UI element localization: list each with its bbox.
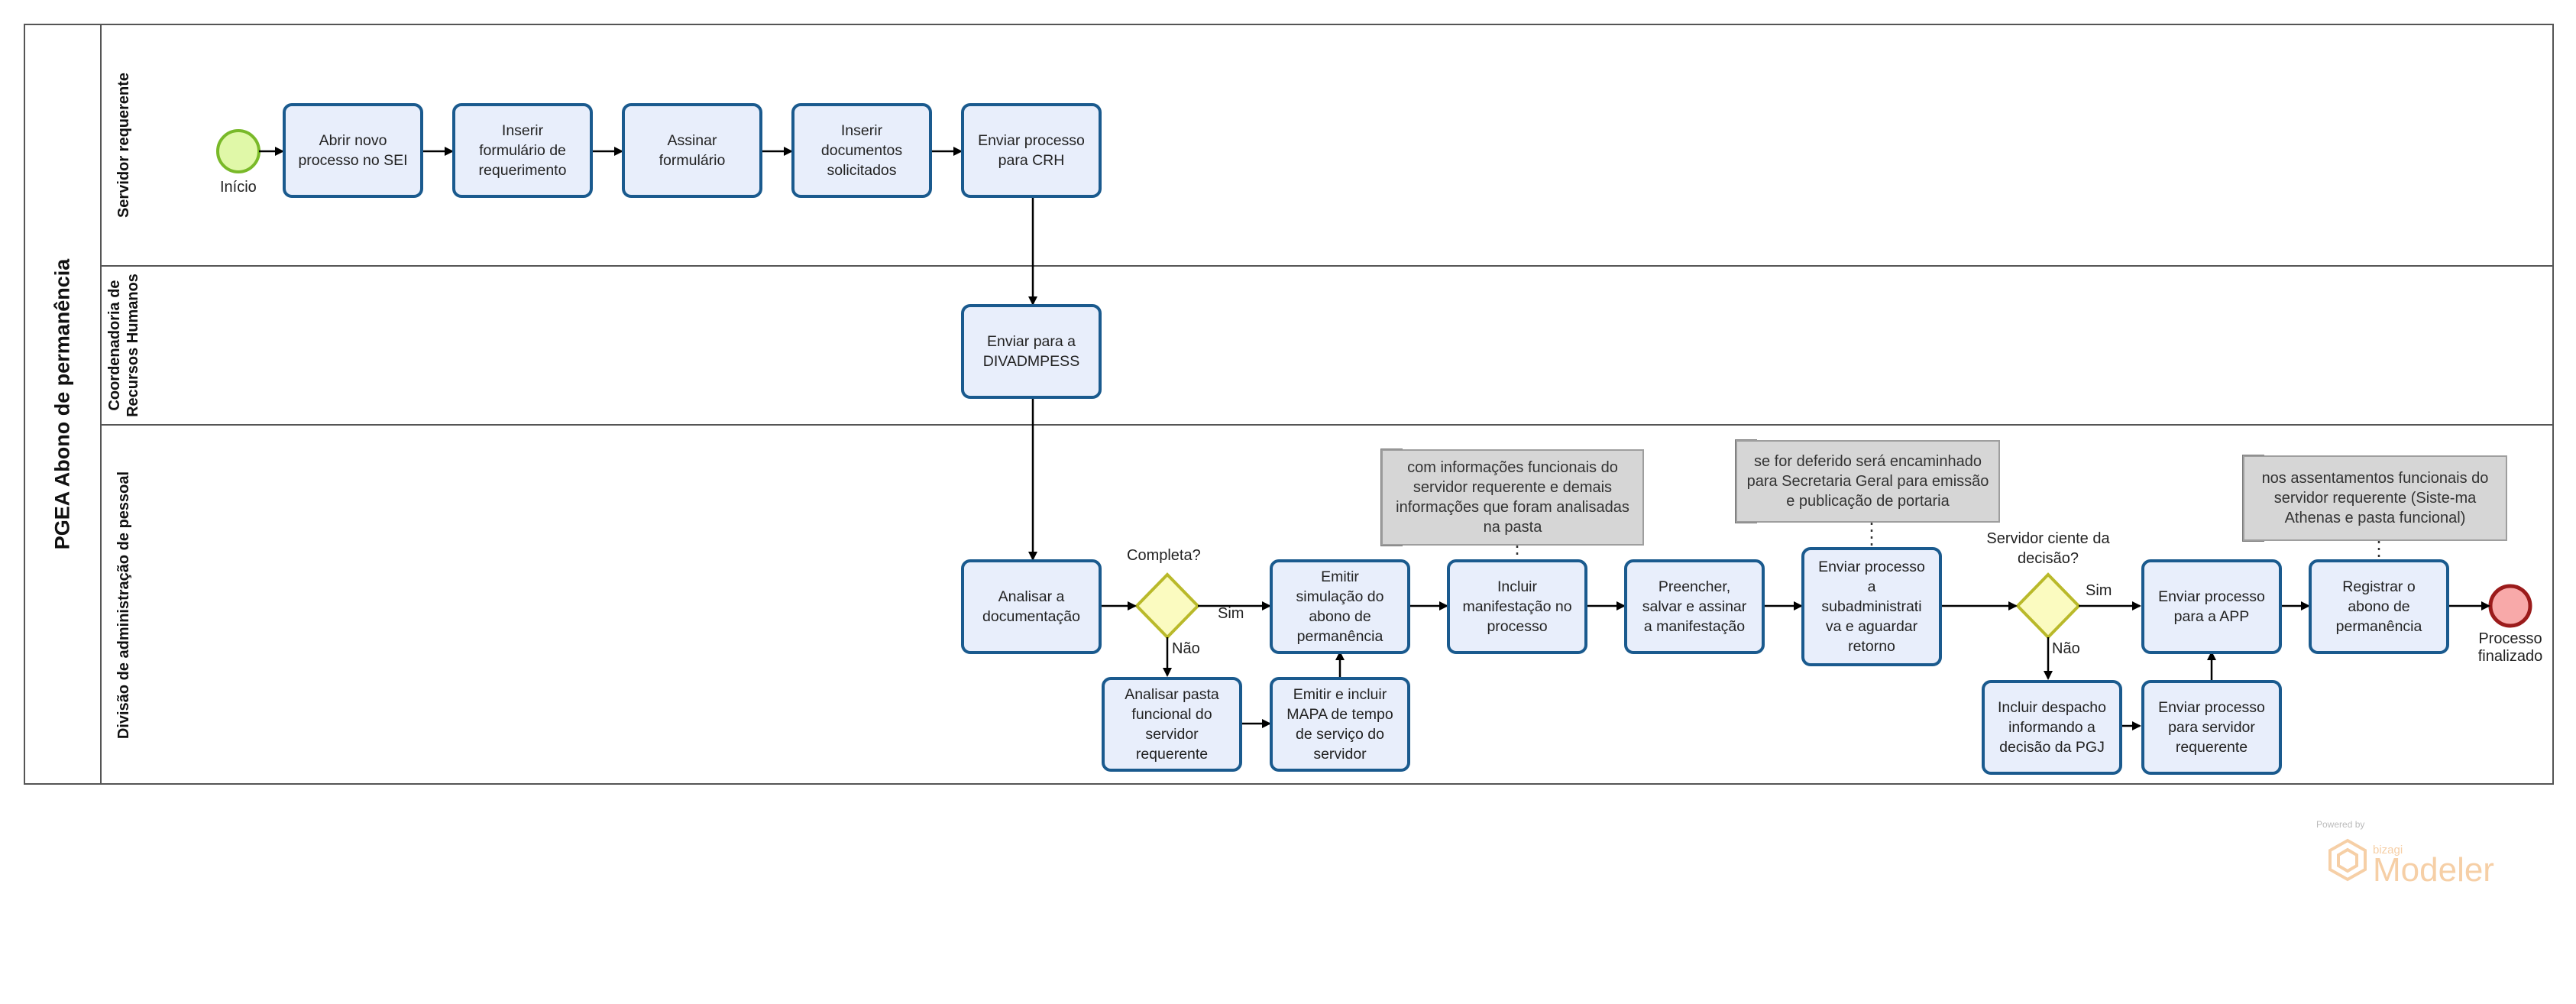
bizagi-logo-icon — [2328, 838, 2367, 882]
watermark-brand: Modeler — [2373, 851, 2494, 889]
lane-title-crh: Coordenadoria de Recursos Humanos — [105, 274, 142, 417]
start-event — [216, 129, 261, 173]
gateway-ciente-label-line1: Servidor ciente da — [1986, 530, 2110, 547]
end-event-label: Processo finalizado — [2460, 630, 2561, 666]
annotation-associations — [1516, 523, 2380, 559]
lane-title-servidor: Servidor requerente — [115, 72, 132, 219]
end-event-label-line2: finalizado — [2477, 648, 2543, 665]
gateway-ciente-label-line2: decisão? — [2017, 550, 2079, 567]
flow-label-sim-1: Sim — [1218, 605, 1244, 622]
end-event — [2488, 584, 2532, 628]
gateway-completa — [1134, 572, 1200, 640]
flow-label-nao-1: Não — [1172, 640, 1200, 657]
pool-title: PGEA Abono de permanência — [50, 258, 74, 550]
lane-title-divisao: Divisão de administração de pessoal — [115, 471, 132, 740]
start-event-label: Início — [220, 179, 257, 196]
watermark-powered-by: Powered by — [2316, 819, 2365, 830]
pool-border — [24, 24, 2554, 785]
lane-title-crh-line2: Recursos Humanos — [125, 274, 141, 417]
gateway-ciente — [2015, 572, 2081, 640]
end-event-label-line1: Processo — [2478, 630, 2542, 647]
gateway-ciente-label: Servidor ciente da decisão? — [1972, 529, 2125, 568]
watermark-brand-small: bizagi — [2373, 844, 2403, 857]
flow-label-sim-2: Sim — [2086, 582, 2112, 599]
sequence-flows — [259, 147, 2490, 730]
gateway-completa-label: Completa? — [1127, 547, 1201, 564]
flow-label-nao-2: Não — [2052, 640, 2080, 657]
lane-title-crh-line1: Coordenadoria de — [106, 280, 123, 411]
